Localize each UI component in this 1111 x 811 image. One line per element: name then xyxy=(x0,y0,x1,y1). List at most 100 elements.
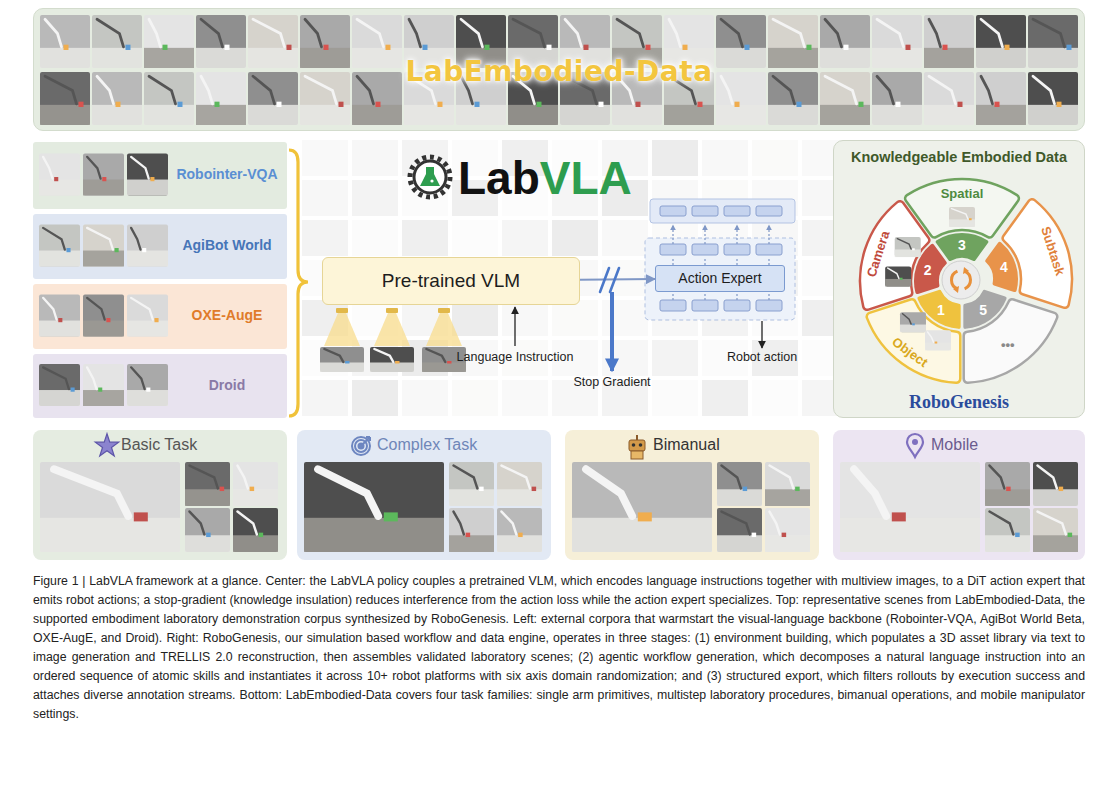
robot-arm xyxy=(722,466,741,489)
faint-tile xyxy=(502,300,548,336)
object-block xyxy=(438,102,443,107)
dashed-flow xyxy=(768,257,769,265)
robot-arm xyxy=(461,19,483,47)
table-surface xyxy=(127,251,168,267)
node-text: Droid xyxy=(169,377,285,393)
image-frame xyxy=(83,295,124,337)
table-surface xyxy=(40,105,90,125)
thumbnail-image xyxy=(820,15,870,68)
image-frame xyxy=(985,508,1030,552)
flask-bubble xyxy=(430,179,433,182)
table-surface xyxy=(144,105,194,125)
thumbnail-image xyxy=(83,295,124,337)
faint-tile xyxy=(752,180,798,216)
image-frame xyxy=(127,225,168,267)
wheel-segment: 2Camera xyxy=(855,174,1069,388)
thumbnail-image xyxy=(497,462,542,506)
node-text: Mobile xyxy=(931,436,978,454)
decor-g xyxy=(860,201,947,310)
robot-arm xyxy=(773,76,795,104)
table-surface xyxy=(765,489,810,506)
object-block xyxy=(935,342,938,344)
source-box: AgiBot World xyxy=(33,214,287,279)
robot-arm xyxy=(929,19,941,47)
robot-arm xyxy=(1033,19,1065,47)
object-block xyxy=(324,45,329,50)
thumbnail-image xyxy=(572,462,712,552)
table-surface xyxy=(370,363,414,373)
object-block xyxy=(844,45,849,50)
table-surface xyxy=(92,105,142,125)
logo-icon xyxy=(410,157,450,197)
cycle-icon xyxy=(942,261,980,299)
table-surface xyxy=(820,48,870,68)
thumbnail-image xyxy=(196,15,246,68)
image-frame xyxy=(949,207,975,227)
object-block xyxy=(386,45,391,50)
light-cone xyxy=(426,313,462,346)
thumbnail-image xyxy=(924,72,974,125)
thumbnail-image xyxy=(1033,462,1078,506)
object-block xyxy=(146,388,150,392)
faint-tile xyxy=(702,380,748,416)
robot-arm xyxy=(318,469,378,516)
node-text: OXE-AugE xyxy=(169,307,285,323)
image-frame xyxy=(765,508,810,552)
decor-g xyxy=(963,290,1057,383)
thumbnail-image xyxy=(872,15,922,68)
thumbnail-image xyxy=(39,225,80,267)
dashed-flow xyxy=(736,257,737,265)
table-surface xyxy=(1028,105,1078,125)
faint-tile xyxy=(402,180,448,216)
image-frame xyxy=(233,462,278,506)
object-block xyxy=(71,388,75,392)
image-frame xyxy=(924,72,974,125)
table-surface xyxy=(497,489,542,506)
noise-token xyxy=(756,300,782,311)
image-frame xyxy=(185,508,230,552)
thumbnail-image xyxy=(185,508,230,552)
object-block xyxy=(423,45,428,50)
image-frame xyxy=(40,462,180,552)
object-block xyxy=(807,45,812,50)
annotation-label: Robot action xyxy=(712,350,812,364)
callout-number: 2 xyxy=(924,262,932,278)
thumbnail-image xyxy=(233,508,278,552)
robot-arm xyxy=(201,19,223,47)
thumbnail-image xyxy=(300,15,350,68)
thumbnail-image xyxy=(92,72,142,125)
image-frame xyxy=(976,15,1026,68)
stop-gradient-arrow xyxy=(610,292,614,371)
node-text: Pre-trained VLM xyxy=(323,270,579,292)
robot-arm xyxy=(201,76,213,104)
annotation-label: Language Instruction xyxy=(455,350,575,364)
robot-arm xyxy=(825,76,857,104)
object-block xyxy=(215,102,220,107)
table-surface xyxy=(83,321,124,337)
thumbnail-image xyxy=(39,364,80,406)
object-block xyxy=(142,248,146,252)
faint-tile xyxy=(752,220,798,256)
image-frame xyxy=(39,364,80,406)
number-segment xyxy=(963,290,1006,329)
table-surface xyxy=(765,535,810,552)
number-segment xyxy=(985,241,1018,291)
table-surface xyxy=(39,321,80,337)
thumbnail-image xyxy=(768,72,818,125)
table-surface xyxy=(716,48,766,68)
image-frame xyxy=(1028,72,1078,125)
gear-ring xyxy=(414,161,446,193)
thumbnail-image xyxy=(820,72,870,125)
camera-lamp xyxy=(336,308,348,313)
object-block xyxy=(116,102,121,107)
task-box: Basic Task xyxy=(33,430,287,560)
table-surface xyxy=(885,279,911,287)
robot-arm xyxy=(374,349,393,362)
faint-tile xyxy=(452,300,498,336)
dashed-flow xyxy=(672,225,673,244)
object-block xyxy=(79,102,84,107)
table-surface xyxy=(185,489,230,506)
faint-tile xyxy=(752,300,798,336)
node-text: Complex Task xyxy=(377,436,477,454)
object-block xyxy=(795,487,800,491)
